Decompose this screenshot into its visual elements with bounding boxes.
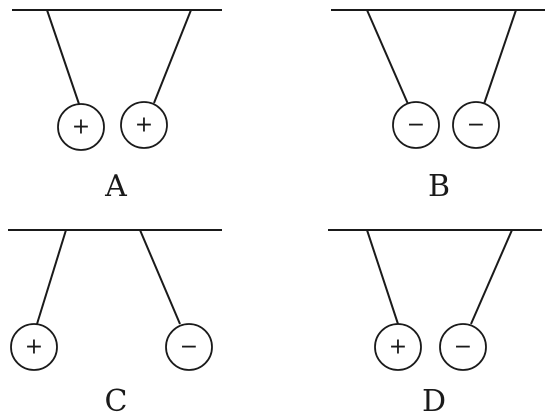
panel-b: − − B (331, 9, 545, 204)
left-charged-ball (57, 103, 105, 151)
left-charge-sign: − (407, 113, 425, 138)
right-charge-sign: − (467, 113, 485, 138)
left-charge-sign: + (72, 115, 90, 140)
right-thread (153, 9, 192, 104)
right-charge-sign: − (454, 335, 472, 360)
left-charged-ball (374, 323, 422, 371)
panel-label: C (105, 384, 128, 418)
right-charged-ball (165, 323, 213, 371)
left-thread (36, 229, 67, 325)
right-charge-sign: + (135, 113, 153, 138)
left-thread (366, 9, 409, 105)
left-thread (46, 9, 80, 105)
panel-a: + + A (12, 9, 222, 204)
right-charged-ball (120, 101, 168, 149)
left-charged-ball (10, 323, 58, 371)
right-charge-sign: − (180, 335, 198, 360)
left-charge-sign: + (389, 335, 407, 360)
right-charged-ball (452, 101, 500, 149)
panel-label: B (428, 169, 450, 204)
panel-label: A (104, 169, 127, 204)
panel-c: + − C (8, 229, 222, 418)
panel-label: D (422, 384, 446, 418)
left-thread (366, 229, 399, 325)
right-thread (470, 229, 513, 325)
right-charged-ball (439, 323, 487, 371)
left-charged-ball (392, 101, 440, 149)
panel-d: + − D (328, 229, 542, 418)
right-thread (139, 229, 181, 325)
left-charge-sign: + (25, 335, 43, 360)
right-thread (483, 9, 517, 105)
